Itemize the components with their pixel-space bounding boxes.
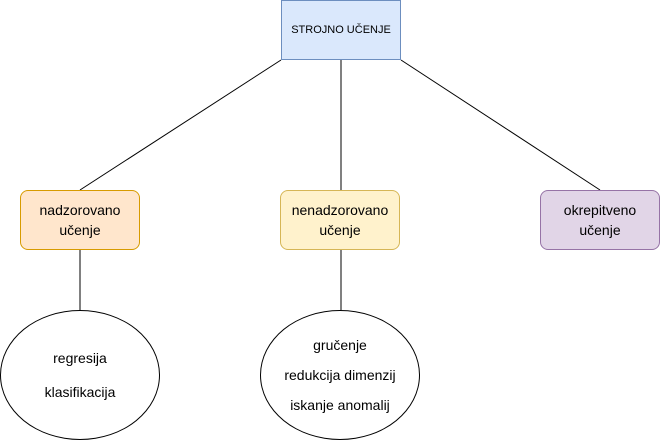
supervised-learning-node[interactable]: nadzorovano učenje: [20, 190, 140, 250]
reinforcement-learning-node[interactable]: okrepitveno učenje: [540, 190, 660, 250]
method-label: redukcija dimenzij: [284, 367, 396, 383]
unsupervised-learning-node[interactable]: nenadzorovano učenje: [280, 190, 400, 250]
reinforcement-learning-label: okrepitveno učenje: [563, 202, 637, 238]
method-label: gručenje: [313, 337, 367, 353]
supervised-learning-label: nadzorovano učenje: [39, 202, 121, 238]
supervised-methods-ellipse[interactable]: regresija klasifikacija: [0, 310, 160, 440]
method-label: klasifikacija: [44, 384, 116, 400]
unsupervised-learning-label: nenadzorovano učenje: [291, 202, 389, 238]
edge-root-reinforcement: [400, 59, 601, 191]
root-label: STROJNO UČENJE: [291, 24, 391, 36]
method-label: regresija: [53, 350, 107, 366]
edge-root-supervised: [79, 59, 282, 191]
method-label: iskanje anomalij: [290, 397, 390, 413]
root-node[interactable]: STROJNO UČENJE: [281, 0, 401, 60]
unsupervised-methods-ellipse[interactable]: gručenje redukcija dimenzij iskanje anom…: [260, 310, 420, 440]
